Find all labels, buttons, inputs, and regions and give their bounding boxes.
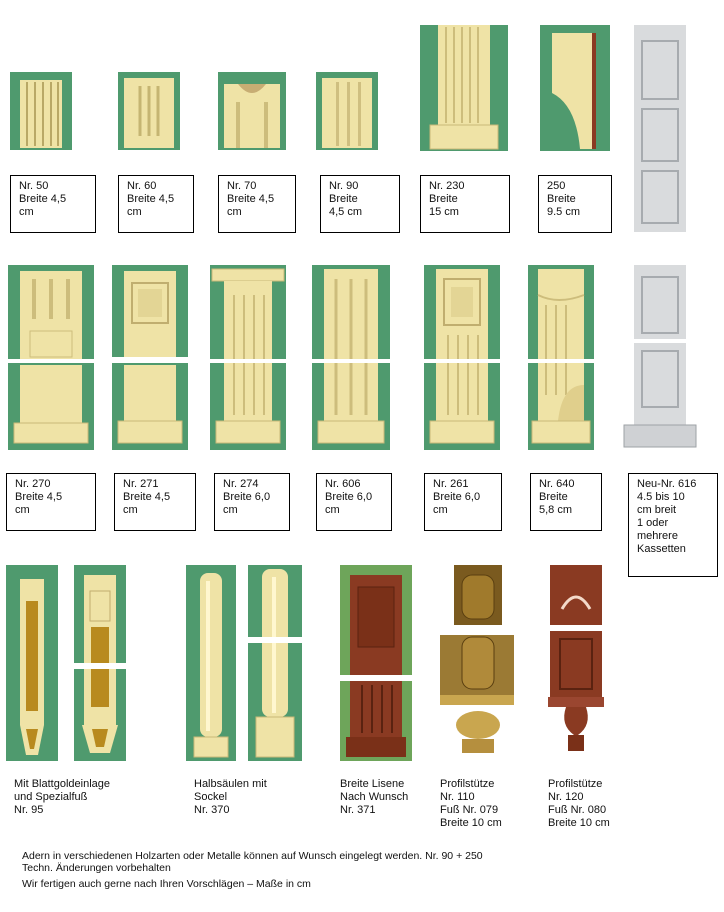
photo-nr-250 <box>540 25 610 151</box>
footnote-inlays: Adern in verschiedenen Holzarten oder Me… <box>22 850 483 862</box>
footnote-technical-changes: Techn. Änderungen vorbehalten <box>22 862 171 874</box>
caption-nr-110: Profilstütze Nr. 110 Fuß Nr. 079 Breite … <box>440 778 502 829</box>
photo-nr-640 <box>528 265 594 450</box>
photo-nr-50 <box>10 72 72 150</box>
footnote-custom-orders: Wir fertigen auch gerne nach Ihren Vorsc… <box>22 878 311 890</box>
photo-nr-60 <box>118 72 180 150</box>
label-nr-60: Nr. 60 Breite 4,5 cm <box>118 175 194 233</box>
label-nr-250: 250 Breite 9.5 cm <box>538 175 612 233</box>
caption-nr-120: Profilstütze Nr. 120 Fuß Nr. 080 Breite … <box>548 778 610 829</box>
label-nr-640: Nr. 640 Breite 5,8 cm <box>530 473 602 531</box>
label-nr-274: Nr. 274 Breite 6,0 cm <box>214 473 290 531</box>
photo-nr-95-detail <box>74 565 126 761</box>
caption-nr-95: Mit Blattgoldeinlage und Spezialfuß Nr. … <box>14 778 111 816</box>
photo-nr-270 <box>8 265 94 450</box>
photo-nr-261 <box>424 265 500 450</box>
photo-nr-95-front <box>6 565 58 761</box>
label-nr-90: Nr. 90 Breite 4,5 cm <box>320 175 400 233</box>
photo-nr-230 <box>420 25 508 151</box>
label-nr-606: Nr. 606 Breite 6,0 cm <box>316 473 392 531</box>
photo-nr-110 <box>440 565 514 761</box>
photo-nr-271 <box>112 265 188 450</box>
photo-nr-371 <box>340 565 412 761</box>
label-nr-230: Nr. 230 Breite 15 cm <box>420 175 510 233</box>
photo-nr-606 <box>312 265 390 450</box>
photo-nr-70 <box>218 72 286 150</box>
label-nr-271: Nr. 271 Breite 4,5 cm <box>114 473 196 531</box>
photo-nr-120 <box>548 565 604 761</box>
label-nr-70: Nr. 70 Breite 4,5 cm <box>218 175 296 233</box>
photo-nr-370-front <box>186 565 236 761</box>
label-nr-616: Neu-Nr. 616 4.5 bis 10 cm breit 1 oder m… <box>628 473 718 577</box>
photo-kassetten-panel-tall <box>634 25 686 232</box>
photo-nr-370-detail <box>248 565 302 761</box>
label-nr-261: Nr. 261 Breite 6,0 cm <box>424 473 502 531</box>
label-nr-50: Nr. 50 Breite 4,5 cm <box>10 175 96 233</box>
caption-nr-370: Halbsäulen mit Sockel Nr. 370 <box>194 778 267 816</box>
photo-nr-616 <box>622 265 698 450</box>
label-nr-270: Nr. 270 Breite 4,5 cm <box>6 473 96 531</box>
caption-nr-371: Breite Lisene Nach Wunsch Nr. 371 <box>340 778 409 816</box>
photo-nr-90 <box>316 72 378 150</box>
photo-nr-274 <box>210 265 286 450</box>
